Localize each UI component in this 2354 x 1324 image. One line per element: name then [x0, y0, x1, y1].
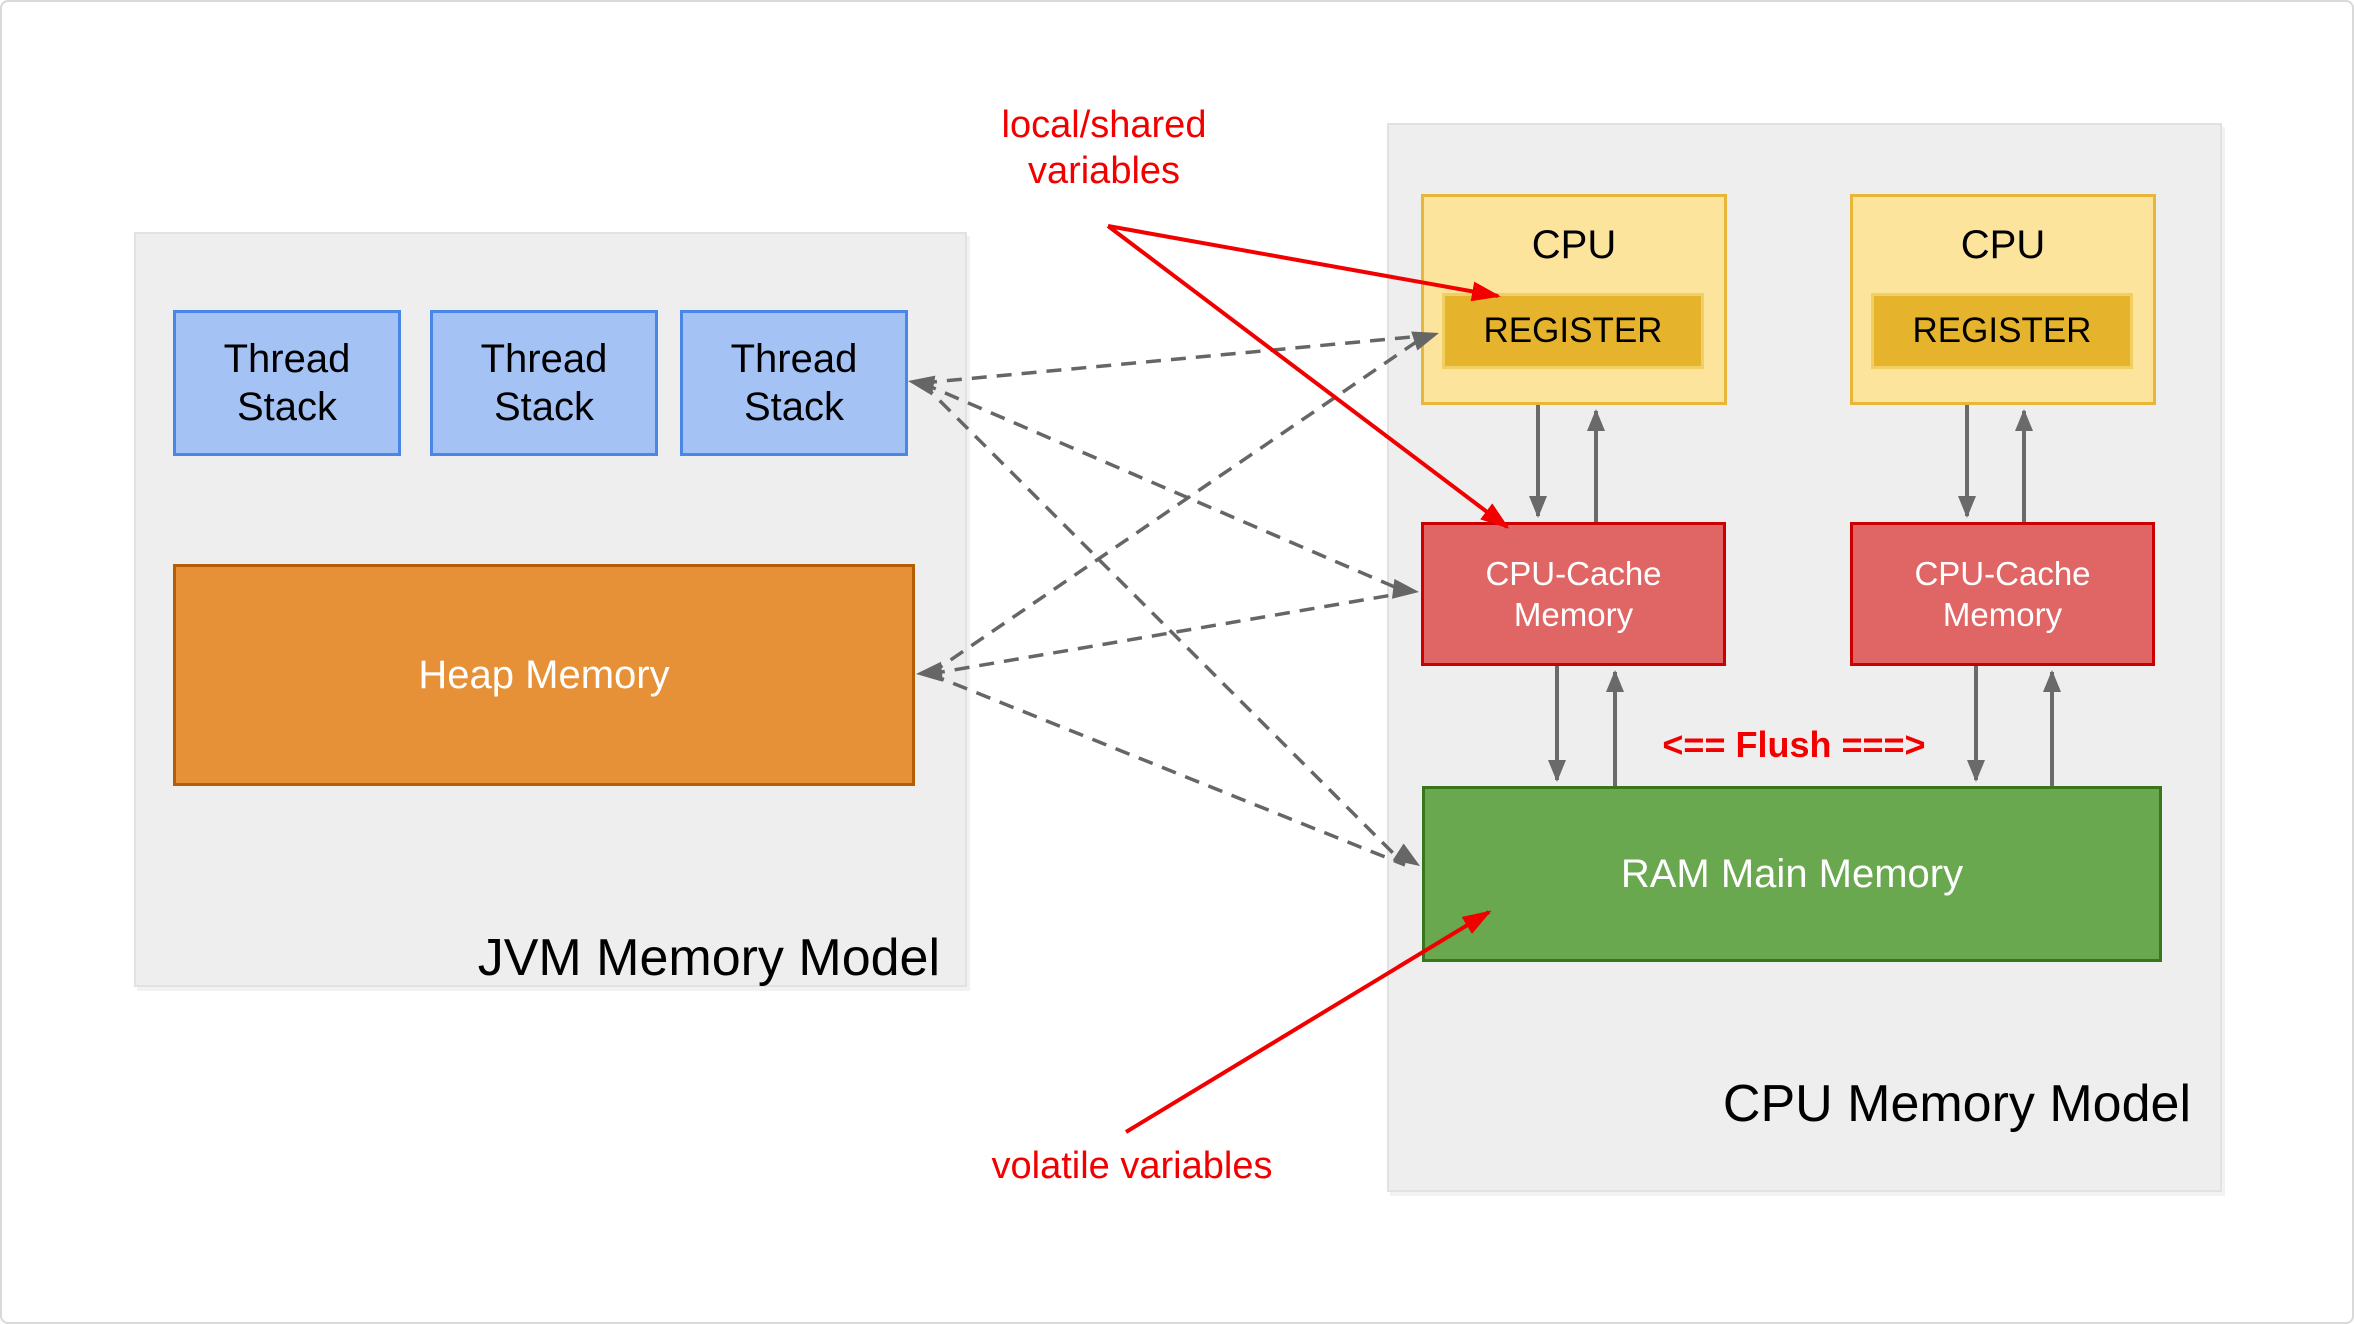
thread-stack-label: Thread Stack — [730, 337, 858, 429]
dashed-connector-stack-ram — [920, 381, 1406, 866]
register-label: REGISTER — [1483, 311, 1663, 350]
cpu-cache-box-2: CPU-Cache Memory — [1850, 522, 2155, 666]
heap-memory-box: Heap Memory — [173, 564, 915, 786]
dashed-connector-stack-cache — [921, 381, 1405, 593]
cpu-label: CPU — [1960, 222, 2046, 267]
ram-main-memory-label: RAM Main Memory — [1620, 851, 1964, 896]
local-shared-variables-annotation: local/shared variables — [1001, 104, 1207, 192]
cpu-panel-title: CPU Memory Model — [1722, 1075, 2191, 1133]
thread-stack-box-1: Thread Stack — [173, 310, 401, 456]
cpu-cache-label: CPU-Cache Memory — [1914, 555, 2091, 633]
dashed-connector-heap-register — [929, 336, 1423, 676]
cpu-cache-box-1: CPU-Cache Memory — [1421, 522, 1726, 666]
jvm-panel-title: JVM Memory Model — [477, 929, 940, 987]
heap-memory-label: Heap Memory — [418, 652, 670, 697]
thread-stack-label: Thread Stack — [480, 337, 608, 429]
register-label: REGISTER — [1912, 311, 2092, 350]
dashed-connector-heap-cache — [929, 591, 1405, 676]
dashed-connector-stack-register — [921, 334, 1423, 385]
thread-stack-label: Thread Stack — [223, 337, 351, 429]
ram-main-memory-box: RAM Main Memory — [1422, 786, 2162, 962]
cpu-box-1: CPU REGISTER — [1421, 194, 1727, 405]
dashed-arrowhead-group — [908, 331, 1439, 866]
flush-annotation: <== Flush ===> — [1662, 724, 1926, 765]
thread-stack-box-3: Thread Stack — [680, 310, 908, 456]
register-box-2: REGISTER — [1871, 293, 2133, 369]
cpu-cache-label: CPU-Cache Memory — [1485, 555, 1662, 633]
dashed-connector-heap-ram — [929, 672, 1406, 867]
thread-stack-box-2: Thread Stack — [430, 310, 658, 456]
dashed-connector-group — [920, 334, 1423, 867]
volatile-variables-annotation: volatile variables — [991, 1145, 1273, 1187]
register-box-1: REGISTER — [1442, 293, 1704, 369]
cpu-box-2: CPU REGISTER — [1850, 194, 2156, 405]
cpu-label: CPU — [1531, 222, 1617, 267]
